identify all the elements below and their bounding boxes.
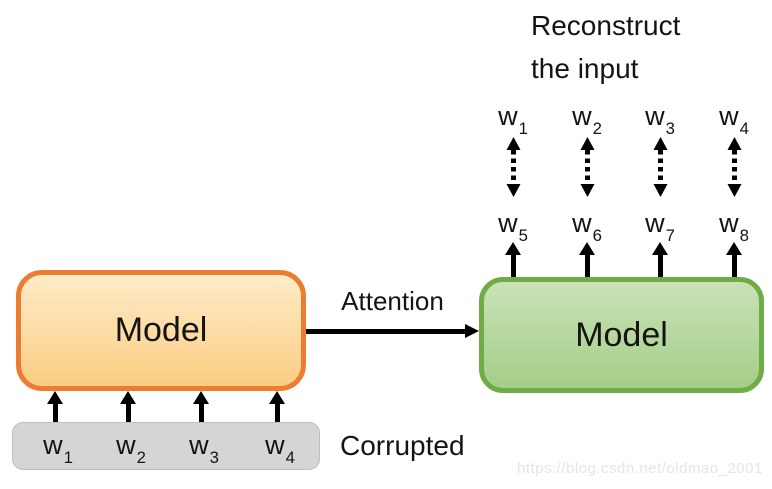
target-word: w3 [645, 101, 675, 138]
encoder-input-arrow [120, 391, 136, 422]
decoder-model-box: Model [479, 277, 764, 393]
input-word: w4 [265, 430, 295, 467]
decoder-column-3: w3 w7 [625, 96, 695, 277]
target-word: w2 [572, 101, 602, 138]
output-word: w8 [719, 208, 749, 245]
encoder-input-arrow [47, 391, 63, 422]
reconstruct-title: Reconstruct the input [531, 4, 680, 90]
input-word: w1 [43, 430, 73, 467]
decoder-column-4: w4 w8 [699, 96, 769, 277]
reconstruct-title-line2: the input [531, 53, 639, 84]
reconstruct-dotted-arrow [580, 137, 594, 197]
decoder-output-arrow [726, 242, 742, 277]
input-word: w3 [189, 430, 219, 467]
decoder-column-2: w2 w6 [552, 96, 622, 277]
decoder-output-arrow [579, 242, 595, 277]
decoder-output-arrow [652, 242, 668, 277]
watermark-url: https://blog.csdn.net/oldmao_2001 [517, 460, 763, 477]
encoder-model-label: Model [114, 311, 208, 349]
target-word: w4 [719, 101, 749, 138]
corrupted-label: Corrupted [340, 430, 465, 461]
attention-arrow [306, 324, 479, 338]
output-word: w6 [572, 208, 602, 245]
input-word: w2 [116, 430, 146, 467]
target-word: w1 [498, 101, 528, 138]
output-word: w5 [498, 208, 528, 245]
corrupted-input-bar: w1 w2 w3 w4 [12, 422, 320, 470]
reconstruct-dotted-arrow [653, 137, 667, 197]
decoder-model-label: Model [575, 315, 668, 354]
encoder-input-arrow [193, 391, 209, 422]
decoder-column-1: w1 w5 [478, 96, 548, 277]
output-word: w7 [645, 208, 675, 245]
reconstruct-dotted-arrow [506, 137, 520, 197]
encoder-model-box: Model [16, 270, 306, 391]
encoder-input-arrow [269, 391, 285, 422]
reconstruct-title-line1: Reconstruct [531, 10, 681, 41]
reconstruct-dotted-arrow [727, 137, 741, 197]
decoder-output-arrow [505, 242, 521, 277]
attention-label: Attention [341, 286, 444, 316]
